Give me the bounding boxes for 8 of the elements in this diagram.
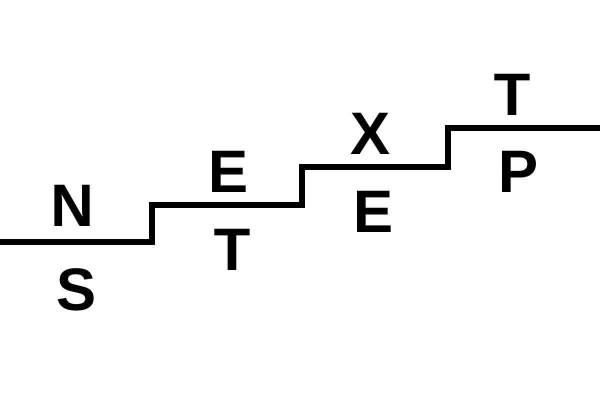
- letter-label: P: [498, 142, 538, 202]
- letter-label: T: [214, 220, 250, 280]
- letter-label: S: [56, 260, 96, 320]
- letter-label: T: [494, 65, 530, 125]
- letter-label: E: [208, 142, 248, 202]
- letter-label: X: [350, 104, 390, 164]
- letter-label: E: [352, 182, 394, 242]
- letter-label: N: [50, 176, 94, 236]
